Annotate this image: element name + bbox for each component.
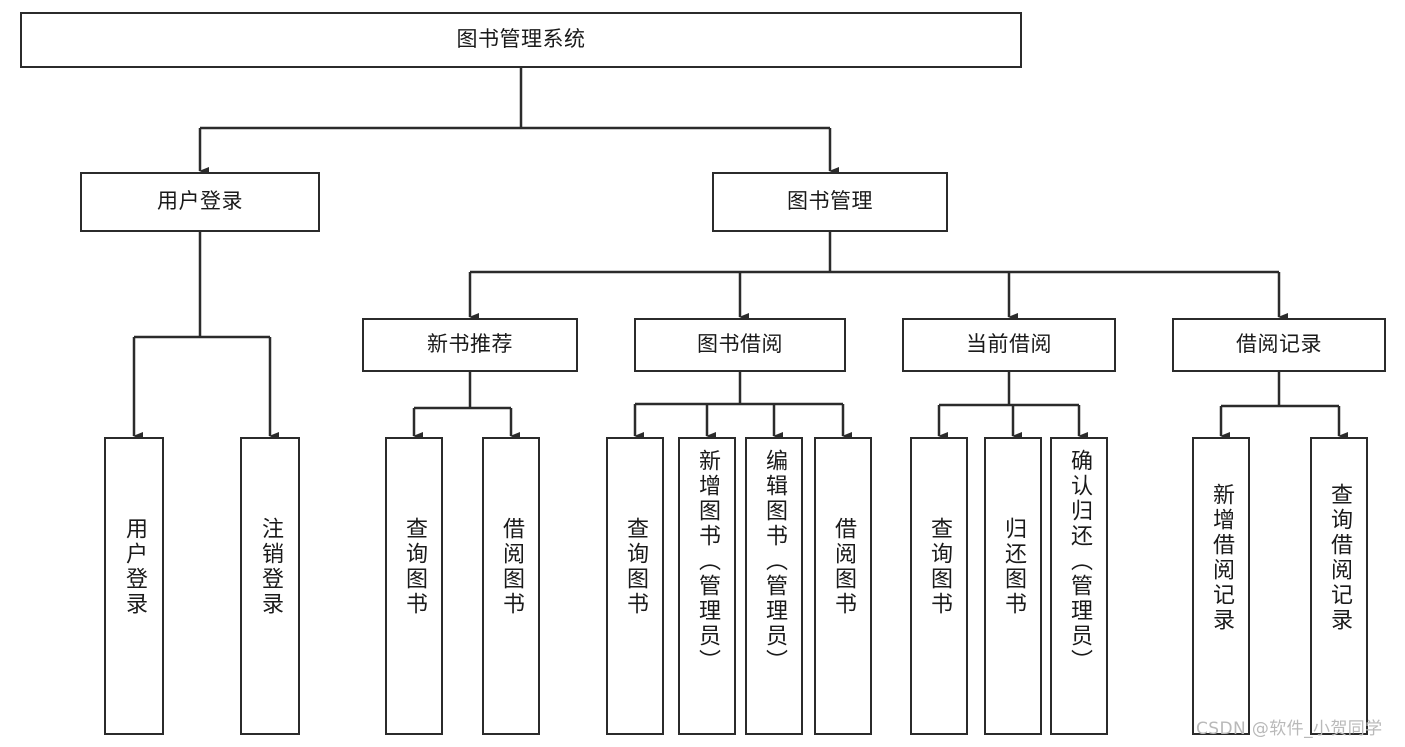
node-label-leaf-query-record: 查询借阅记录 [1327, 483, 1352, 633]
node-label-leaf-query-book-3: 查询图书 [927, 517, 952, 617]
node-label-leaf-borrow-book-1: 借阅图书 [499, 517, 524, 617]
node-leaf-query-book-3: 查询图书 [910, 437, 968, 735]
node-leaf-query-record: 查询借阅记录 [1310, 437, 1368, 735]
node-current-borrow: 当前借阅 [902, 318, 1116, 372]
node-label-current-borrow: 当前借阅 [966, 332, 1052, 357]
node-label-leaf-add-book: 新增图书（管理员） [695, 449, 720, 674]
node-label-leaf-logout: 注销登录 [258, 517, 283, 617]
node-leaf-return-book: 归还图书 [984, 437, 1042, 735]
node-label-book-borrow: 图书借阅 [697, 332, 783, 357]
node-leaf-edit-book: 编辑图书（管理员） [745, 437, 803, 735]
node-label-leaf-borrow-book-2: 借阅图书 [831, 517, 856, 617]
node-leaf-query-book-2: 查询图书 [606, 437, 664, 735]
node-new-book-rec: 新书推荐 [362, 318, 578, 372]
node-user-login: 用户登录 [80, 172, 320, 232]
node-label-leaf-user-login: 用户登录 [122, 517, 147, 617]
node-leaf-query-book-1: 查询图书 [385, 437, 443, 735]
node-label-borrow-record: 借阅记录 [1236, 332, 1322, 357]
node-label-leaf-edit-book: 编辑图书（管理员） [762, 449, 787, 674]
connector-group [132, 68, 1348, 440]
node-leaf-add-record: 新增借阅记录 [1192, 437, 1250, 735]
node-label-root: 图书管理系统 [456, 27, 586, 52]
node-label-new-book-rec: 新书推荐 [427, 332, 513, 357]
node-label-user-login: 用户登录 [157, 189, 243, 214]
node-label-leaf-confirm-return: 确认归还（管理员） [1067, 449, 1092, 674]
node-label-leaf-add-record: 新增借阅记录 [1209, 483, 1234, 633]
node-label-leaf-query-book-1: 查询图书 [402, 517, 427, 617]
node-label-leaf-query-book-2: 查询图书 [623, 517, 648, 617]
node-book-manage: 图书管理 [712, 172, 948, 232]
node-root: 图书管理系统 [20, 12, 1022, 68]
node-leaf-user-login: 用户登录 [104, 437, 164, 735]
node-leaf-logout: 注销登录 [240, 437, 300, 735]
node-leaf-borrow-book-1: 借阅图书 [482, 437, 540, 735]
node-label-book-manage: 图书管理 [787, 189, 873, 214]
node-leaf-confirm-return: 确认归还（管理员） [1050, 437, 1108, 735]
node-borrow-record: 借阅记录 [1172, 318, 1386, 372]
node-label-leaf-return-book: 归还图书 [1001, 517, 1026, 617]
node-book-borrow: 图书借阅 [634, 318, 846, 372]
node-leaf-borrow-book-2: 借阅图书 [814, 437, 872, 735]
node-leaf-add-book: 新增图书（管理员） [678, 437, 736, 735]
